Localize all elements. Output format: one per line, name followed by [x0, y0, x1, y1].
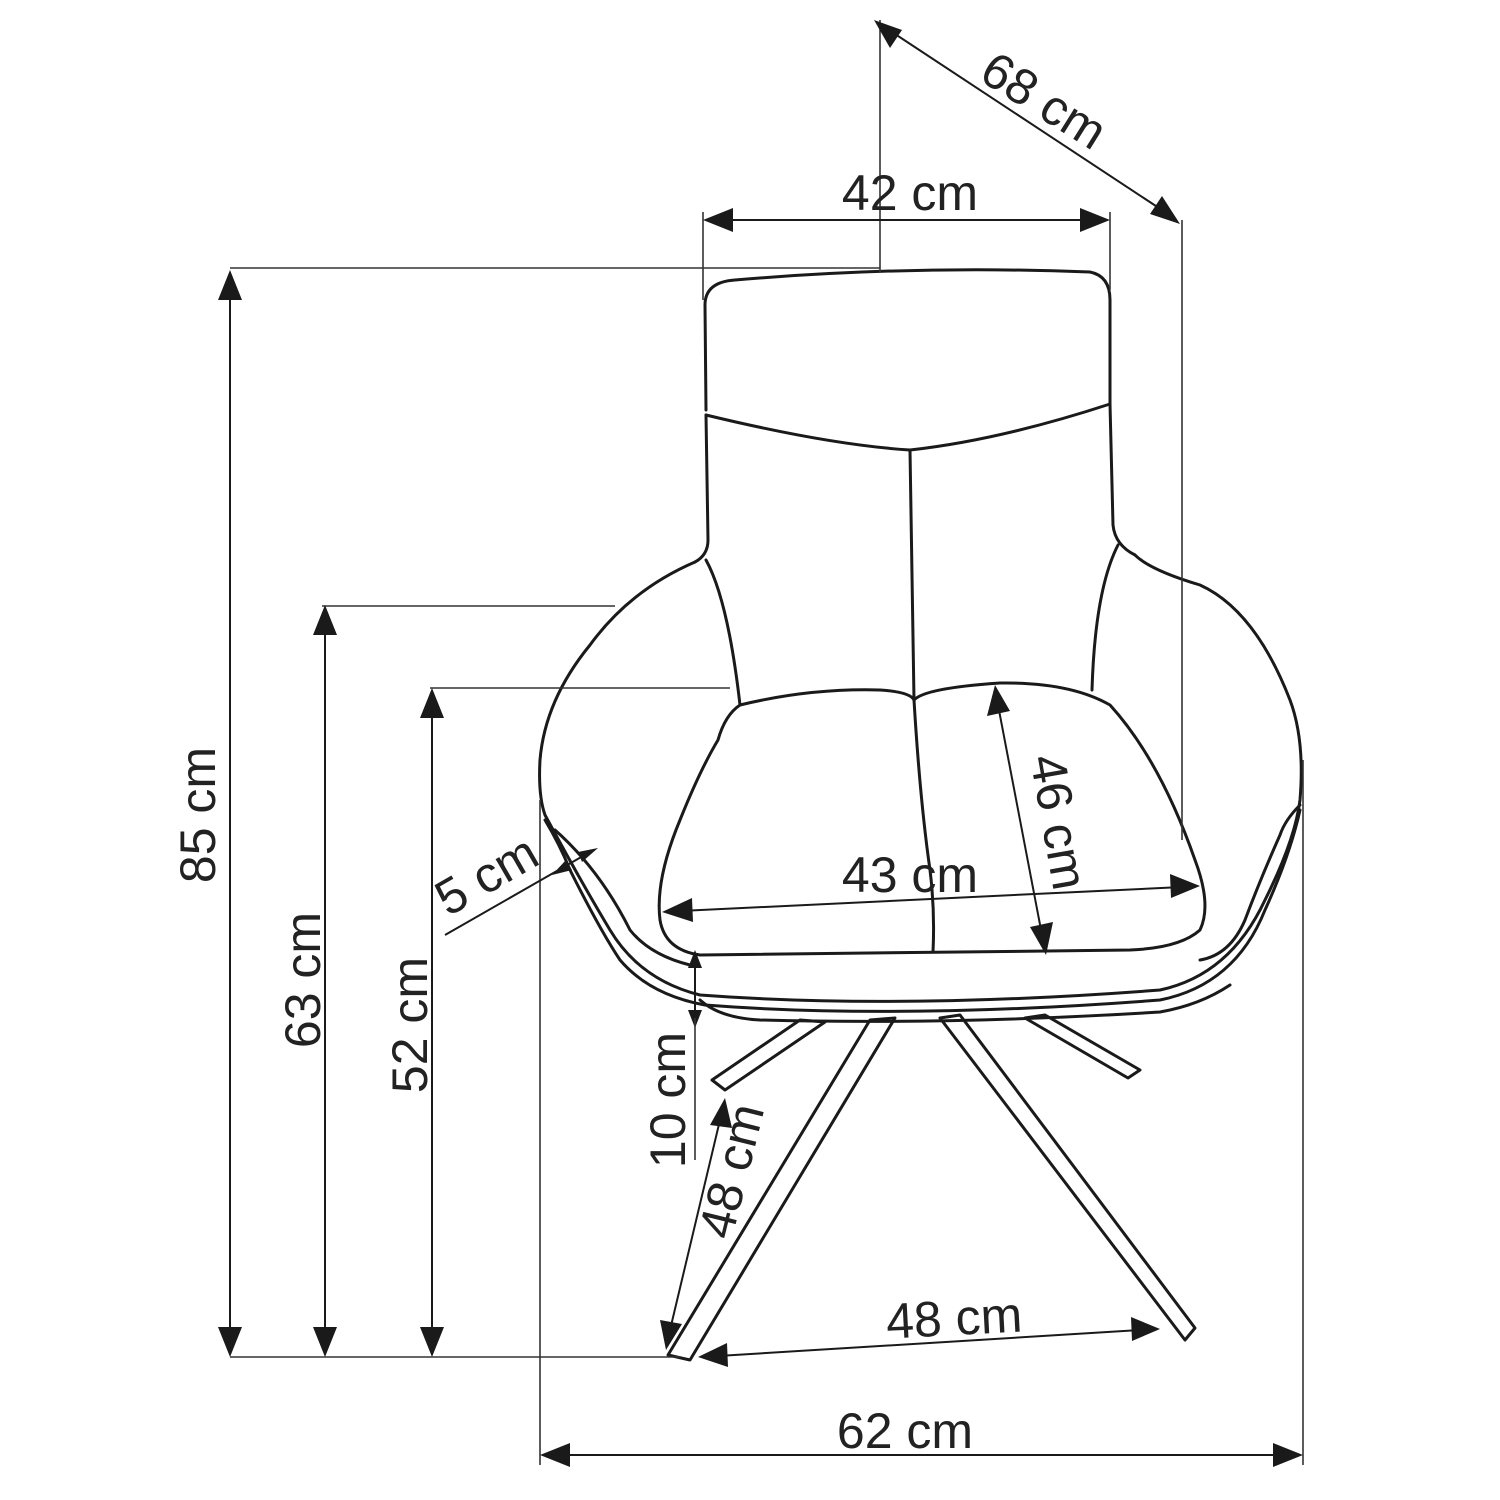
arm-inner-left — [553, 828, 692, 967]
label-depth: 68 cm — [971, 41, 1116, 161]
label-seat-thickness: 10 cm — [640, 1032, 696, 1168]
label-base-width: 48 cm — [885, 1286, 1024, 1349]
chair-drawing — [538, 268, 1303, 1362]
shell-outer — [538, 553, 1303, 1003]
backrest-right-edge — [1108, 402, 1137, 557]
dimension-lines — [218, 20, 1304, 1467]
backrest-left-edge — [693, 413, 710, 564]
label-backrest-width: 42 cm — [842, 165, 978, 221]
arrow-width-left — [540, 1443, 570, 1467]
arrow-armrest-top — [313, 605, 337, 635]
arrow-arm-thickness-b — [552, 860, 572, 875]
dim-line-depth — [891, 31, 1166, 213]
label-leg-length: 48 cm — [688, 1098, 775, 1244]
dim-line-seat-depth — [997, 704, 1043, 936]
leg-back-right — [1023, 1013, 1142, 1080]
arrow-seat-top — [420, 688, 444, 718]
arrow-thickness-top — [688, 950, 702, 968]
arrow-base-right — [1131, 1317, 1160, 1341]
seat-cushion-outline — [657, 681, 1207, 957]
arrow-total-height-bottom — [218, 1327, 242, 1357]
arrow-seat-width-left — [662, 898, 693, 922]
arrow-seat-bottom — [420, 1327, 444, 1357]
shell-inner-band — [543, 808, 1302, 1013]
headrest-seam — [704, 402, 1112, 452]
arrow-depth-start — [874, 20, 902, 48]
arrow-width-right — [1273, 1443, 1303, 1467]
label-total-height: 85 cm — [170, 747, 226, 883]
arrow-seat-depth-bottom — [1030, 922, 1053, 955]
arrow-depth-end — [1150, 196, 1180, 224]
label-seat-width: 43 cm — [842, 847, 978, 903]
backrest-center-seam — [908, 448, 916, 702]
seat-base-band — [698, 983, 1232, 1023]
label-total-width: 62 cm — [837, 1403, 973, 1459]
arrow-backrest-right — [1080, 208, 1110, 232]
seat-cushion-seam — [912, 698, 936, 954]
backrest-inner-right — [1090, 543, 1120, 692]
arrow-total-height-top — [218, 270, 242, 300]
leg-back-left — [710, 1018, 827, 1092]
arrow-armrest-bottom — [313, 1327, 337, 1357]
backrest-inner-left — [704, 558, 742, 707]
arrow-seat-depth-top — [987, 685, 1010, 716]
arrow-leg-bottom — [660, 1320, 682, 1350]
dim-line-base-width — [717, 1329, 1141, 1357]
label-seat-height: 52 cm — [382, 957, 438, 1093]
leg-front-right — [938, 1013, 1197, 1342]
headrest-outline — [703, 268, 1112, 412]
label-seat-depth: 46 cm — [1019, 750, 1098, 894]
dim-line-leg-length — [669, 1119, 721, 1331]
arrow-seat-width-right — [1170, 874, 1200, 898]
arrow-backrest-left — [703, 208, 733, 232]
leg-front-left — [666, 1016, 897, 1362]
arrow-arm-thickness-a — [578, 848, 598, 862]
arrow-leg-top — [710, 1098, 732, 1128]
dimension-labels: 85 cm 63 cm 52 cm 68 cm 42 cm 43 cm 46 c… — [170, 41, 1117, 1459]
arm-inner-right — [1198, 803, 1302, 962]
arrow-base-left — [698, 1343, 728, 1367]
dim-line-seat-width — [679, 886, 1183, 912]
label-armrest-height: 63 cm — [275, 912, 331, 1048]
